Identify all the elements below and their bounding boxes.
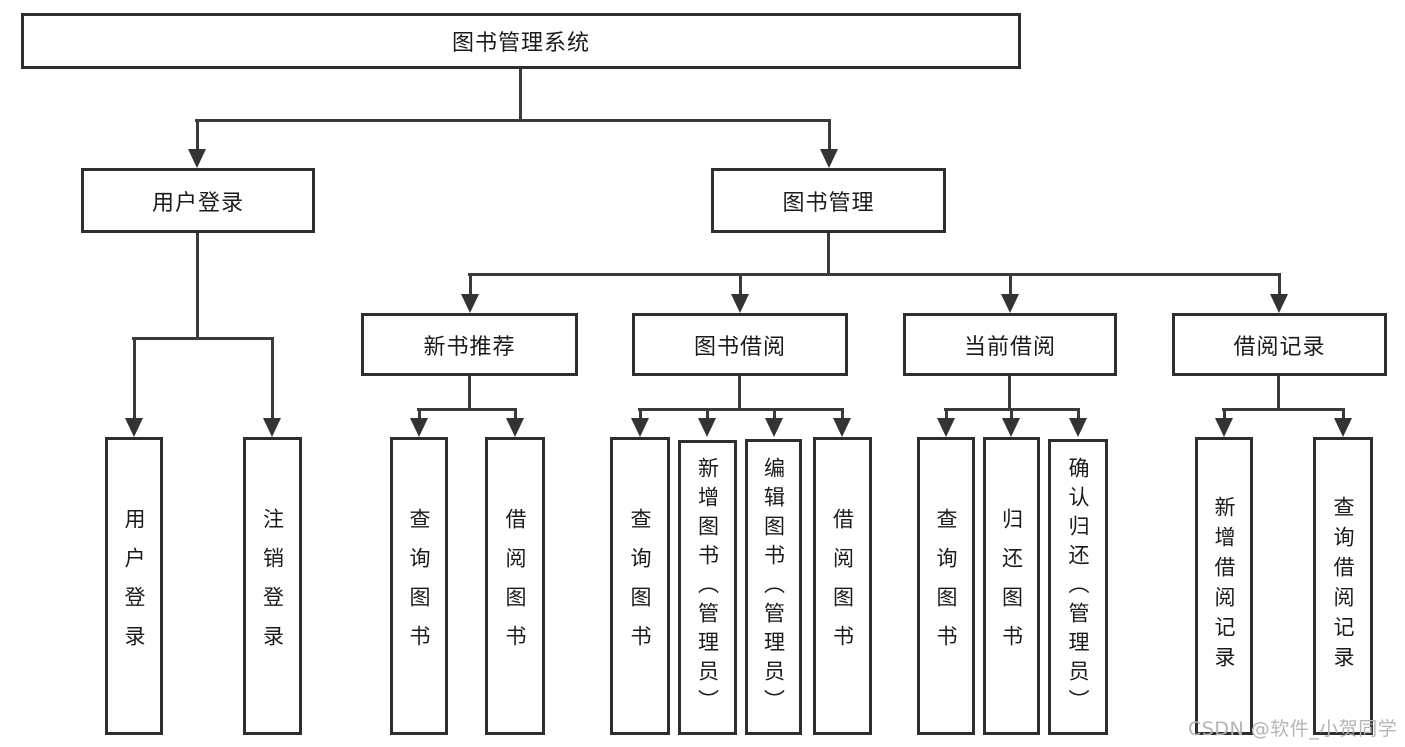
connector-root-hline — [195, 119, 831, 122]
connector-current-borrowing-vline — [1008, 376, 1011, 411]
leaf-user-login: 用户登录 — [105, 437, 163, 735]
node-book-management: 图书管理 — [711, 168, 946, 233]
leaf-borrow-book-1-label: 借阅图书 — [503, 508, 527, 664]
leaf-add-book-admin: 新增图书（管理员） — [678, 440, 737, 735]
leaf-confirm-return-admin-label: 确认归还（管理员） — [1066, 456, 1090, 718]
node-book-borrowing-label: 图书借阅 — [693, 334, 786, 360]
arrow-down-icon — [731, 276, 749, 313]
arrow-down-icon — [1001, 276, 1019, 313]
leaf-logout-label: 注销登录 — [260, 508, 285, 664]
connector-book-management-hline — [468, 273, 1281, 276]
leaf-add-borrow-record: 新增借阅记录 — [1195, 437, 1253, 735]
arrow-down-icon — [1215, 411, 1233, 437]
leaf-add-book-admin-label: 新增图书（管理员） — [695, 457, 720, 718]
connector-user-login-vline — [196, 233, 199, 340]
arrow-down-icon — [188, 122, 206, 168]
node-book-borrowing: 图书借阅 — [632, 313, 848, 376]
node-root: 图书管理系统 — [21, 13, 1021, 69]
node-current-borrowing: 当前借阅 — [903, 313, 1117, 376]
node-book-management-label: 图书管理 — [782, 190, 875, 216]
leaf-query-borrow-record-label: 查询借阅记录 — [1331, 496, 1355, 676]
leaf-logout: 注销登录 — [243, 437, 302, 735]
node-borrowing-records-label: 借阅记录 — [1233, 334, 1326, 360]
arrow-down-icon — [1069, 411, 1087, 437]
node-root-label: 图书管理系统 — [451, 31, 590, 56]
connector-new-book-vline — [468, 376, 471, 411]
leaf-query-book-2: 查询图书 — [610, 437, 670, 735]
leaf-query-book-3-label: 查询图书 — [934, 508, 958, 664]
node-current-borrowing-label: 当前借阅 — [963, 334, 1056, 360]
arrow-down-icon — [765, 411, 783, 437]
connector-book-management-vline — [827, 233, 830, 276]
leaf-edit-book-admin: 编辑图书（管理员） — [745, 439, 802, 735]
connector-borrowing-records-hline — [1222, 408, 1345, 411]
connector-borrowing-records-vline — [1277, 376, 1280, 411]
leaf-query-book-1-label: 查询图书 — [407, 508, 431, 664]
arrow-down-icon — [506, 411, 524, 437]
arrow-down-icon — [410, 411, 428, 437]
connector-book-borrowing-hline — [638, 408, 844, 411]
arrow-down-icon — [125, 340, 143, 437]
leaf-confirm-return-admin: 确认归还（管理员） — [1048, 439, 1108, 735]
connector-current-borrowing-hline — [944, 408, 1080, 411]
leaf-query-borrow-record: 查询借阅记录 — [1313, 437, 1373, 735]
arrow-down-icon — [461, 276, 479, 313]
arrow-down-icon — [1270, 276, 1288, 313]
leaf-query-book-3: 查询图书 — [917, 437, 975, 735]
watermark: CSDN @软件_小贺同学 — [1188, 718, 1398, 740]
connector-root-vline — [519, 69, 522, 122]
connector-user-login-hline — [132, 337, 274, 340]
arrow-down-icon — [937, 411, 955, 437]
node-borrowing-records: 借阅记录 — [1172, 313, 1387, 376]
arrow-down-icon — [833, 411, 851, 437]
node-new-book-recommend: 新书推荐 — [361, 313, 578, 376]
leaf-borrow-book-2: 借阅图书 — [813, 437, 872, 735]
leaf-borrow-book-2-label: 借阅图书 — [830, 508, 855, 664]
arrow-down-icon — [263, 340, 281, 437]
leaf-return-book-label: 归还图书 — [999, 508, 1024, 664]
leaf-return-book: 归还图书 — [983, 437, 1040, 735]
connector-book-borrowing-vline — [738, 376, 741, 411]
arrow-down-icon — [1334, 411, 1352, 437]
node-user-login: 用户登录 — [81, 168, 315, 233]
leaf-query-book-2-label: 查询图书 — [628, 508, 652, 664]
node-user-login-label: 用户登录 — [151, 190, 244, 216]
leaf-user-login-label: 用户登录 — [122, 508, 146, 664]
leaf-borrow-book-1: 借阅图书 — [485, 437, 545, 735]
leaf-add-borrow-record-label: 新增借阅记录 — [1212, 496, 1236, 676]
arrow-down-icon — [698, 411, 716, 437]
leaf-query-book-1: 查询图书 — [390, 437, 448, 735]
connector-new-book-hline — [417, 408, 517, 411]
arrow-down-icon — [820, 122, 838, 168]
leaf-edit-book-admin-label: 编辑图书（管理员） — [761, 456, 786, 718]
node-new-book-recommend-label: 新书推荐 — [423, 334, 516, 360]
arrow-down-icon — [631, 411, 649, 437]
arrow-down-icon — [1002, 411, 1020, 437]
